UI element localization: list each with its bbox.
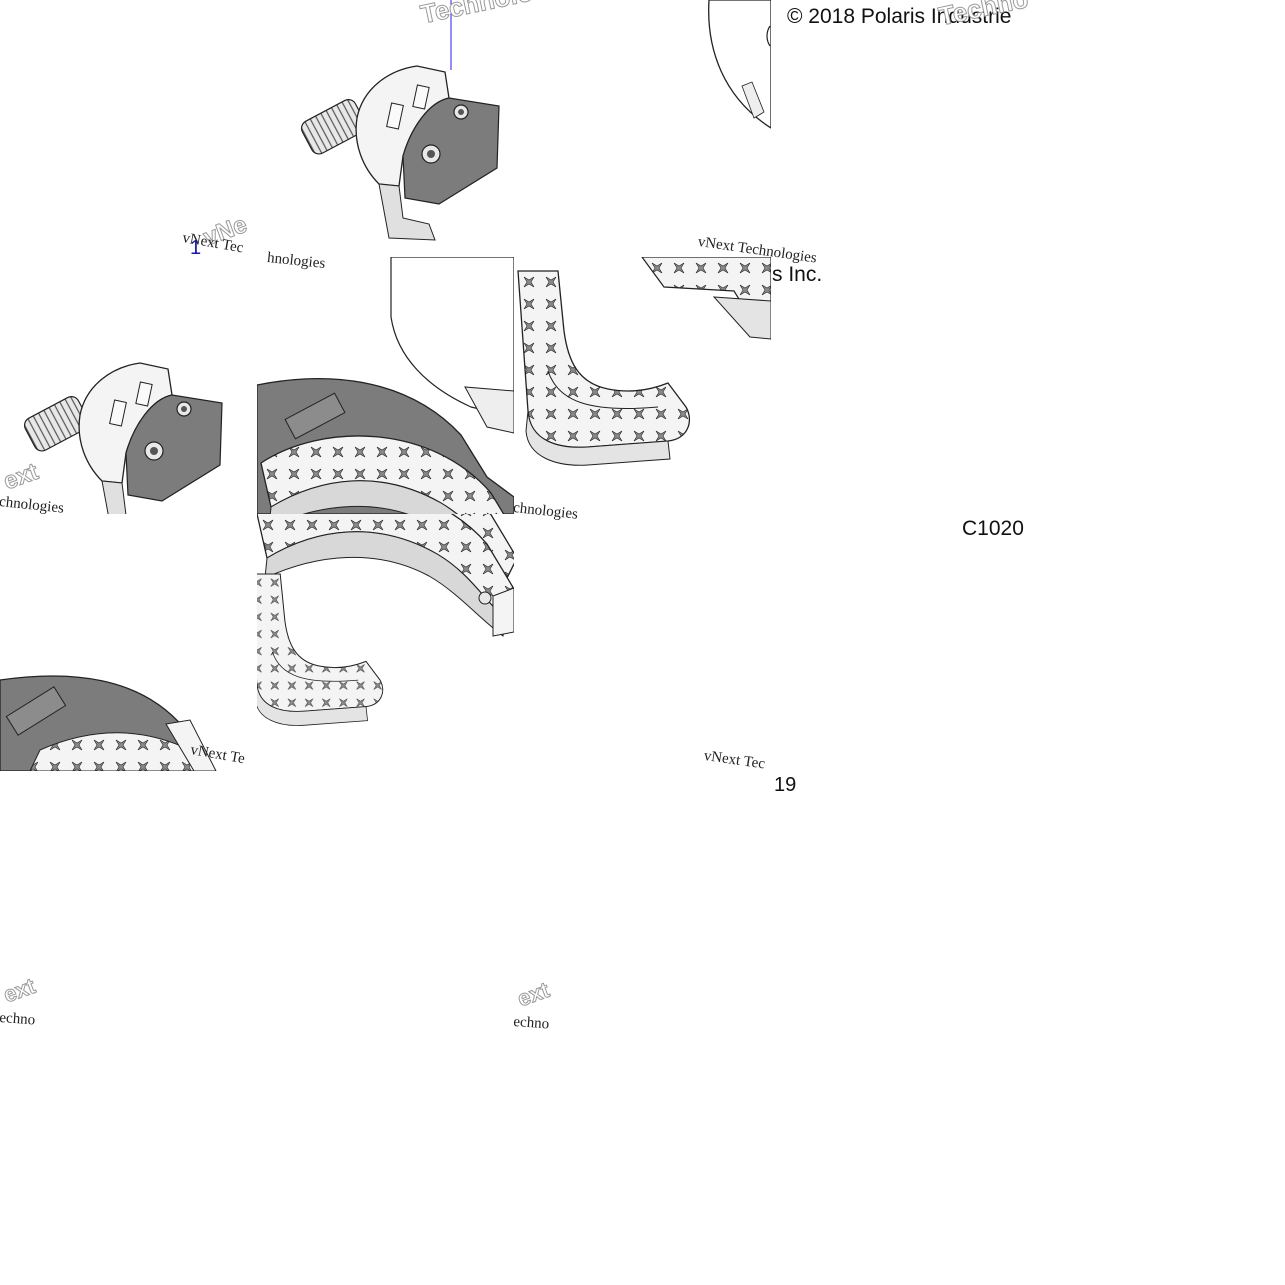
tile-0-2 xyxy=(708,0,771,129)
callout-1: 1 xyxy=(190,237,202,259)
copyright-notice-tail: s Inc. xyxy=(772,263,823,286)
watermark-fragment-c: echno xyxy=(0,1010,36,1029)
callout-19: 19 xyxy=(774,774,797,796)
copyright-notice: © 2018 Polaris Industrie xyxy=(787,5,1012,28)
tile-1-2 xyxy=(517,257,771,466)
tile-1-1 xyxy=(257,257,514,514)
tile-2-0 xyxy=(0,675,217,771)
watermark-fragment-d: echno xyxy=(512,1014,550,1033)
tile-0-1 xyxy=(298,0,500,241)
figure-code: C1020 xyxy=(962,517,1024,540)
tile-2-1 xyxy=(257,514,514,727)
